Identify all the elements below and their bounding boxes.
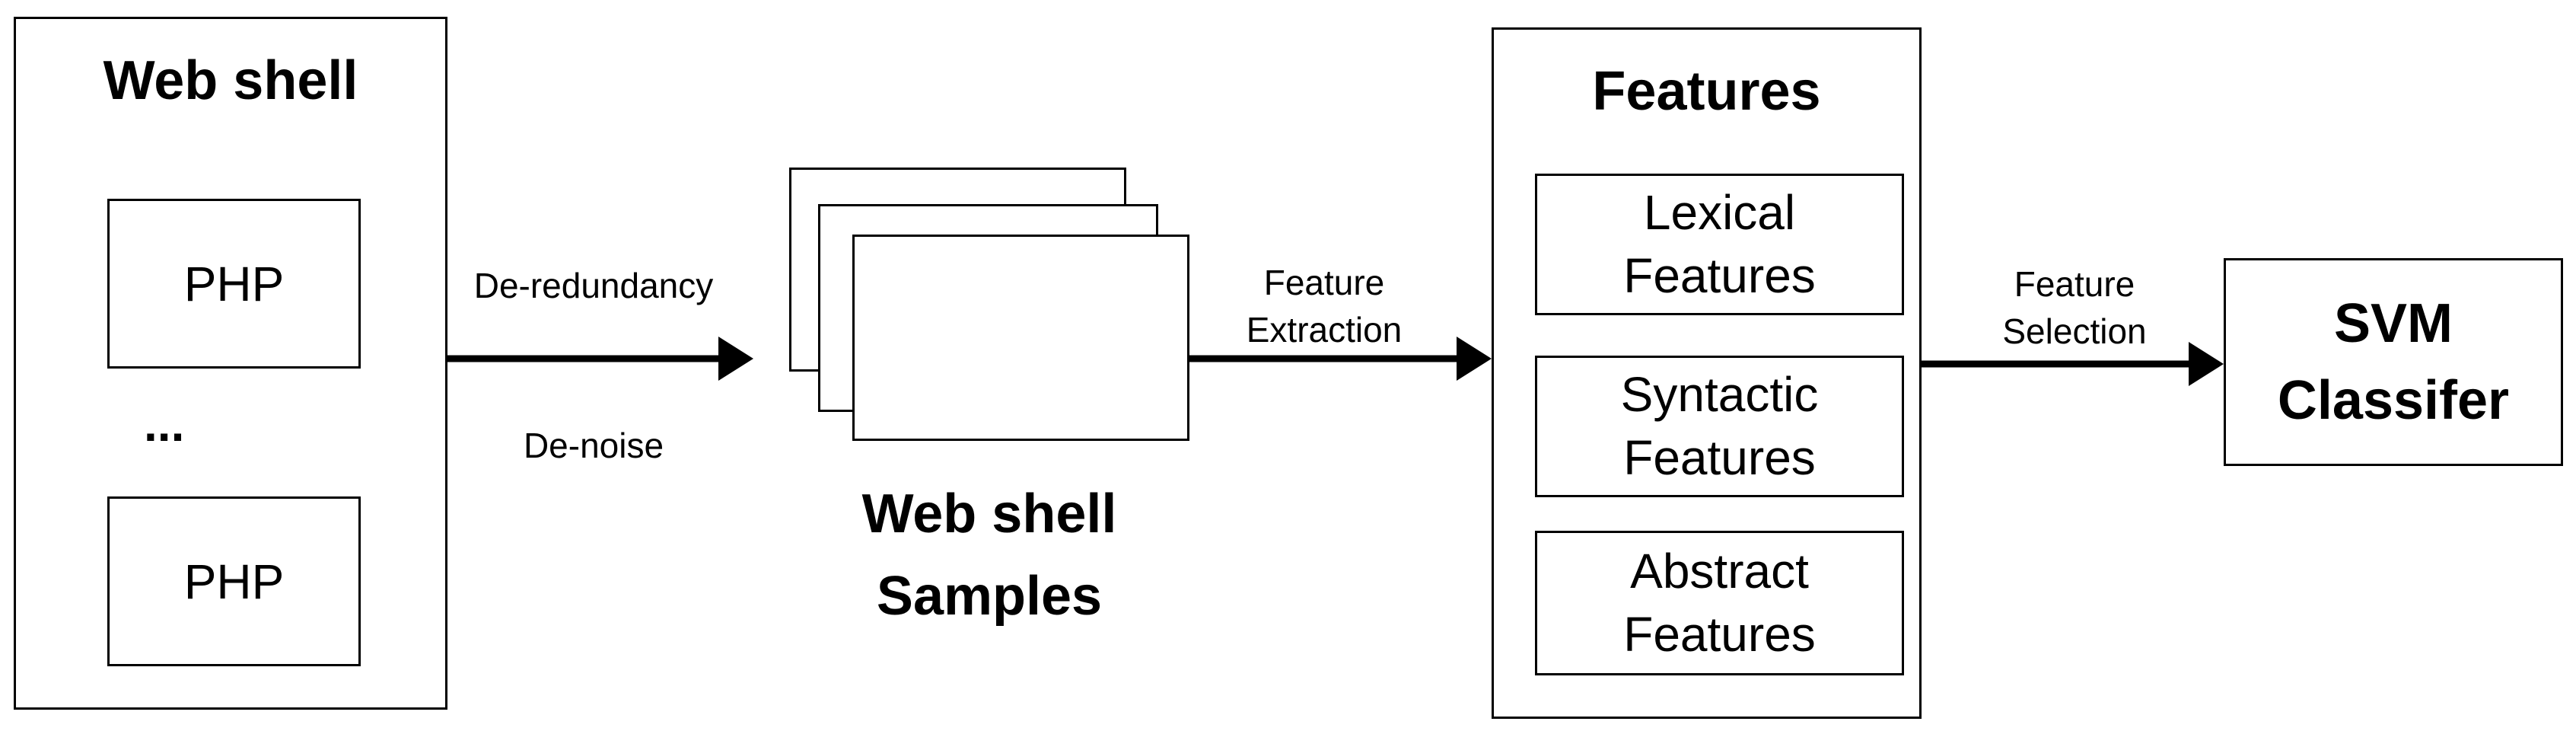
svm-classifier-box: SVM Classifer xyxy=(2224,258,2563,466)
feature-box-abstract: Abstract Features xyxy=(1535,531,1904,675)
label-deredundancy: De-redundancy xyxy=(473,266,714,305)
php-box-bottom: PHP xyxy=(107,496,361,666)
feature-abstract-line2: Features xyxy=(1623,607,1816,662)
web-shell-container: Web shell PHP ... PHP xyxy=(14,17,447,710)
samples-title-line1: Web shell xyxy=(861,484,1117,544)
arrow-feature-extraction xyxy=(1189,337,1492,381)
php-box-top: PHP xyxy=(107,199,361,369)
web-shell-title: Web shell xyxy=(103,50,358,111)
sample-document-3 xyxy=(852,235,1189,441)
label-feature-extraction-line1: Feature xyxy=(1263,263,1385,302)
arrow-deredundancy xyxy=(447,337,753,381)
feature-box-syntactic: Syntactic Features xyxy=(1535,356,1904,497)
label-feature-selection-line1: Feature xyxy=(2014,264,2135,304)
features-container: Features Lexical Features Syntactic Feat… xyxy=(1492,27,1922,719)
label-feature-extraction-line2: Extraction xyxy=(1246,310,1403,350)
feature-box-lexical: Lexical Features xyxy=(1535,174,1904,315)
feature-syntactic-line2: Features xyxy=(1623,430,1816,485)
feature-lexical-line2: Features xyxy=(1623,248,1816,303)
label-denoise: De-noise xyxy=(523,426,664,465)
php-box-top-label: PHP xyxy=(183,256,285,311)
arrow-feature-selection xyxy=(1919,342,2224,386)
label-feature-selection-line2: Selection xyxy=(2002,311,2147,351)
feature-syntactic-line1: Syntactic xyxy=(1620,366,1819,422)
feature-lexical-line1: Lexical xyxy=(1643,184,1796,240)
feature-abstract-line1: Abstract xyxy=(1630,543,1809,599)
svm-classifier-line1: SVM xyxy=(2333,292,2453,354)
php-box-bottom-label: PHP xyxy=(183,554,285,609)
ellipsis: ... xyxy=(144,397,185,452)
features-title: Features xyxy=(1592,61,1821,122)
samples-title-line2: Samples xyxy=(876,566,1103,627)
svm-classifier-line2: Classifer xyxy=(2277,369,2510,431)
